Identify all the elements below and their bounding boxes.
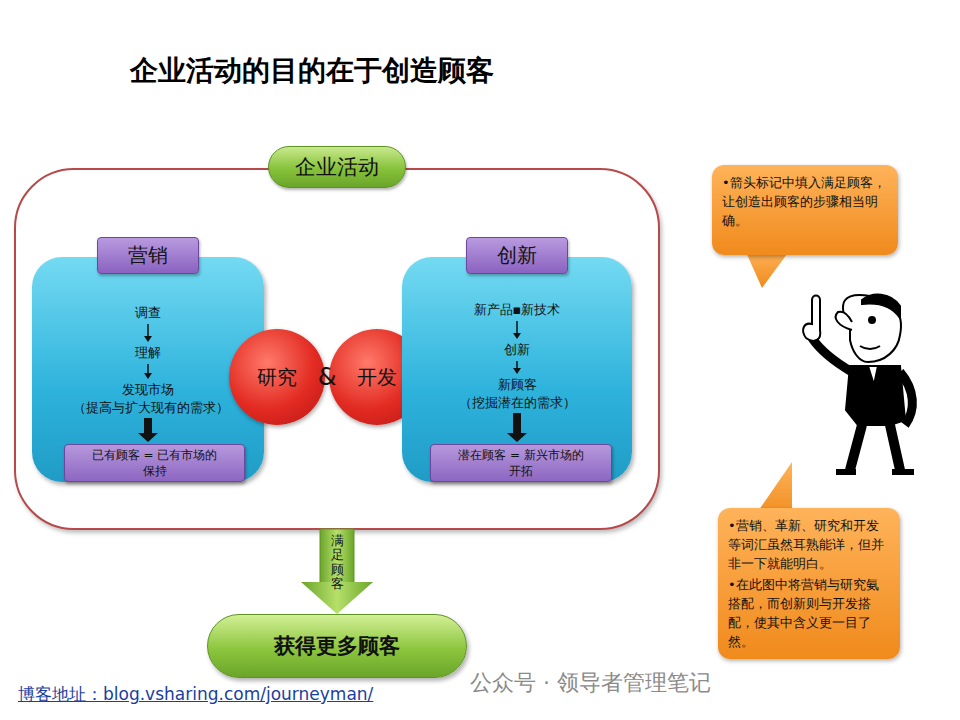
heading-label: 企业活动: [268, 146, 406, 188]
arrowhead: [144, 336, 152, 342]
step-text: 理解: [32, 344, 264, 362]
node-text: 已有顾客 = 已有市场的 保持: [85, 447, 225, 479]
connector-shaft: [513, 413, 521, 434]
node-text: 潜在顾客 = 新兴市场的 开拓: [451, 447, 591, 479]
connector: [513, 321, 521, 339]
connector-line: [516, 361, 518, 368]
node-text: 发现市场 （提高与扩大现有的需求）: [73, 381, 223, 417]
blog-link: 博客地址：blog.vsharing.com/journeyman/: [18, 683, 373, 706]
node-text: •箭头标记中填入满足顾客，让创造出顾客的步骤相当明确。: [722, 173, 888, 230]
edge-label: 满足顾客: [331, 534, 344, 591]
callout-tail: [745, 250, 790, 288]
node-text: 开发: [357, 364, 397, 391]
connector-line: [147, 364, 149, 373]
arrowhead: [507, 433, 527, 442]
node-text: 获得更多顾客: [274, 632, 400, 660]
step-text: 调查: [32, 304, 264, 322]
connector: [507, 413, 527, 442]
connector-shaft: [320, 529, 354, 583]
step-text: 创新: [402, 341, 632, 359]
ampersand: &: [318, 363, 337, 391]
arrowhead: [144, 373, 152, 379]
node-text: 理解: [32, 344, 264, 362]
pointing-man: [803, 295, 914, 472]
connector: [301, 529, 373, 614]
circle-node: 研究: [229, 329, 325, 425]
process-panel: 创新新产品▪新技术创新新顾客 （挖掘潜在的需求）潜在顾客 = 新兴市场的 开拓: [402, 257, 632, 482]
connector: [513, 361, 521, 374]
watermark: 公众号 · 领导者管理笔记: [470, 668, 711, 698]
step-text: 发现市场 （提高与扩大现有的需求）: [73, 381, 223, 417]
node-text: •营销、革新、研究和开发等词汇虽然耳熟能详，但并非一下就能明白。: [728, 516, 890, 573]
node-text: 研究: [257, 364, 297, 391]
arrowhead: [513, 368, 521, 374]
result-box: 已有顾客 = 已有市场的 保持: [64, 444, 245, 482]
note-callout: •箭头标记中填入满足顾客，让创造出顾客的步骤相当明确。: [712, 165, 898, 255]
step-text: 新产品▪新技术: [402, 301, 632, 319]
connector-line: [147, 324, 149, 336]
connector: [144, 324, 152, 342]
diagram-title: 企业活动的目的在于创造顾客: [130, 52, 494, 90]
goal-pill: 获得更多顾客: [207, 614, 467, 678]
node-text: 新顾客 （挖掘潜在的需求）: [442, 376, 592, 412]
connector-shaft: [144, 418, 152, 434]
heading-label: 创新: [466, 237, 568, 274]
arrowhead: [513, 333, 521, 339]
connector: [138, 418, 158, 442]
node-text: 调查: [32, 304, 264, 322]
node-text: 新产品▪新技术: [402, 301, 632, 319]
step-text: 新顾客 （挖掘潜在的需求）: [442, 376, 592, 412]
heading-label: 营销: [97, 237, 199, 274]
node-text: 创新: [402, 341, 632, 359]
result-box: 潜在顾客 = 新兴市场的 开拓: [430, 444, 612, 482]
note-callout: •营销、革新、研究和开发等词汇虽然耳熟能详，但并非一下就能明白。•在此图中将营销…: [718, 508, 900, 659]
arrowhead: [138, 433, 158, 442]
arrowhead: [301, 582, 373, 614]
node-text: •在此图中将营销与研究氨搭配，而创新则与开发搭配，使其中含义更一目了然。: [728, 575, 890, 651]
region-frame: 企业活动营销调查理解发现市场 （提高与扩大现有的需求）已有顾客 = 已有市场的 …: [14, 168, 660, 530]
connector-line: [516, 321, 518, 333]
connector: [144, 364, 152, 379]
